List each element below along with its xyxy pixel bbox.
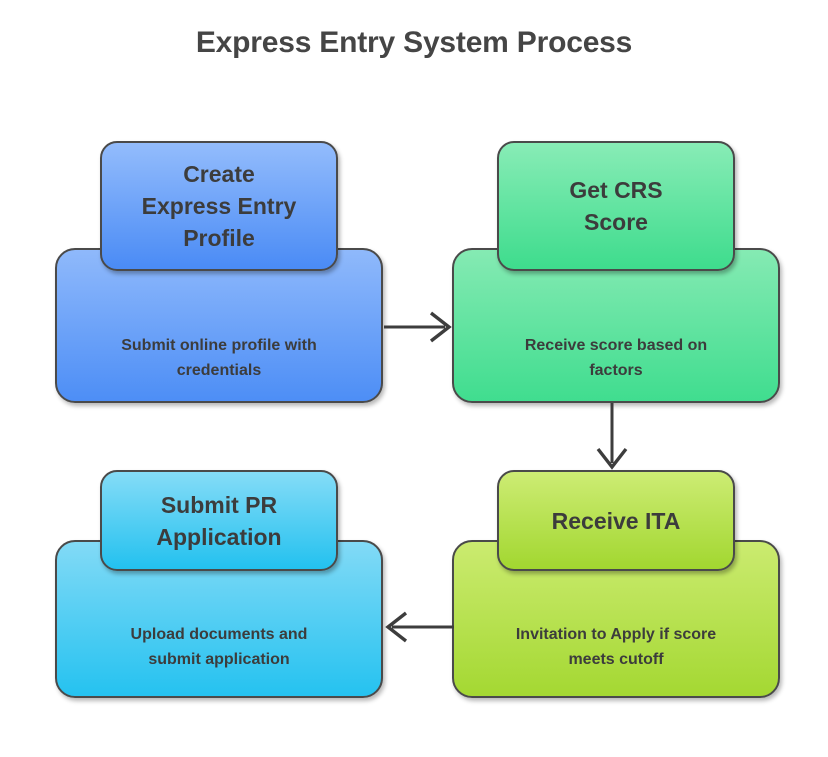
flow-node-header[interactable]: Receive ITA [497,470,735,571]
flow-node-header[interactable]: Submit PR Application [100,470,338,571]
flow-node-body-text: Upload documents and submit application [130,626,308,668]
page-title: Express Entry System Process [195,26,633,59]
arrow-right-icon [384,311,452,343]
flow-node-body-text: Invitation to Apply if score meets cutof… [515,626,717,668]
arrow-down-icon [596,403,628,470]
flow-node-header-text: Get CRS Score [569,177,663,235]
arrow-left-icon [385,611,454,643]
flow-node-header[interactable]: Get CRS Score [497,141,735,271]
flow-node-body[interactable]: Receive score based on factors [452,248,780,403]
flow-node-body[interactable]: Submit online profile with credentials [55,248,383,403]
flow-node-body-text: Submit online profile with credentials [121,336,317,379]
flow-node-body-text: Receive score based on factors [524,336,708,379]
flow-node-header-text: Receive ITA [551,507,681,534]
flow-node-header-text: Create Express Entry Profile [141,161,297,251]
flow-node-header[interactable]: Create Express Entry Profile [100,141,338,271]
flow-node-header-text: Submit PR Application [156,491,282,550]
